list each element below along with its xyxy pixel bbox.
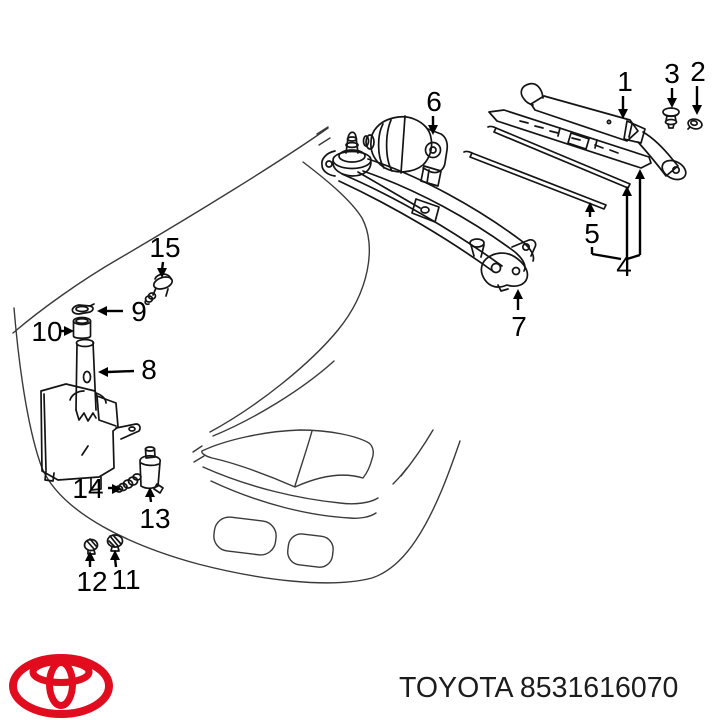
part-label-11: 11 — [110, 550, 141, 595]
part-7-wiper-linkage — [321, 131, 537, 292]
part-label-9: 9 — [97, 296, 147, 327]
part-labels: 1 2 3 4 5 6 — [31, 56, 705, 597]
part-2-grommet — [687, 118, 703, 130]
part-number-9: 9 — [131, 296, 147, 327]
arrow-down-icon — [428, 125, 438, 135]
part-label-3: 3 — [664, 58, 680, 108]
arrow-down-icon — [157, 268, 167, 278]
part-label-13: 13 — [139, 487, 171, 534]
arrow-up-icon — [622, 186, 632, 196]
part-label-2: 2 — [690, 56, 706, 115]
part-label-7: 7 — [511, 289, 527, 342]
part-number-5: 5 — [584, 218, 600, 249]
arrow-left-icon — [97, 306, 107, 316]
arrow-right-icon — [64, 326, 74, 336]
arrow-up-icon — [635, 169, 645, 179]
part-number-15: 15 — [149, 232, 180, 263]
part-13-washer-pump — [132, 446, 164, 494]
arrow-left-icon — [98, 367, 108, 377]
arrow-up-icon — [585, 202, 595, 212]
arrow-down-icon — [667, 98, 677, 108]
part-number-1: 1 — [617, 66, 633, 97]
part-label-14: 14 — [72, 473, 122, 504]
arrow-down-icon — [692, 105, 702, 115]
part-5-blade-insert — [463, 150, 607, 210]
part-12-grommet — [83, 538, 99, 555]
part-number-13: 13 — [139, 503, 170, 534]
arrow-up-icon — [85, 551, 95, 561]
part-number-12: 12 — [76, 566, 107, 597]
part-9-inlet-grommet — [71, 303, 95, 315]
part-label-12: 12 — [76, 551, 108, 597]
part-number-2: 2 — [690, 56, 706, 87]
part-10-reservoir-cap — [72, 316, 92, 340]
arrow-up-icon — [145, 487, 155, 497]
arrow-right-icon — [112, 484, 122, 494]
part-label-8: 8 — [98, 354, 157, 385]
part-label-4: 4 — [590, 169, 645, 282]
part-number-3: 3 — [664, 58, 680, 89]
part-label-10: 10 — [31, 316, 74, 347]
arrow-down-icon — [618, 109, 628, 119]
part-4-wiper-blade — [488, 109, 652, 169]
footer-part-number-text: TOYOTA 8531616070 — [399, 672, 678, 704]
part-8-washer-reservoir — [40, 338, 141, 491]
part-number-4: 4 — [616, 251, 632, 282]
arrow-up-icon — [513, 289, 523, 299]
part-number-8: 8 — [141, 354, 157, 385]
part-number-7: 7 — [511, 311, 527, 342]
part-label-6: 6 — [426, 86, 442, 135]
part-number-6: 6 — [426, 86, 442, 117]
toyota-logo-icon — [9, 654, 113, 718]
part-label-1: 1 — [617, 66, 633, 119]
part-number-11: 11 — [111, 564, 140, 595]
car-body-outline — [12, 126, 461, 584]
part-3-clip — [662, 107, 680, 129]
part-11-grommet — [106, 534, 124, 552]
part-1-wiper-arm — [520, 82, 687, 181]
part-number-14: 14 — [72, 473, 103, 504]
part-label-15: 15 — [149, 232, 181, 278]
arrow-up-icon — [110, 550, 120, 560]
part-15-washer-nozzle — [144, 273, 174, 306]
part-label-5: 5 — [584, 202, 600, 249]
part-number-10: 10 — [31, 316, 62, 347]
